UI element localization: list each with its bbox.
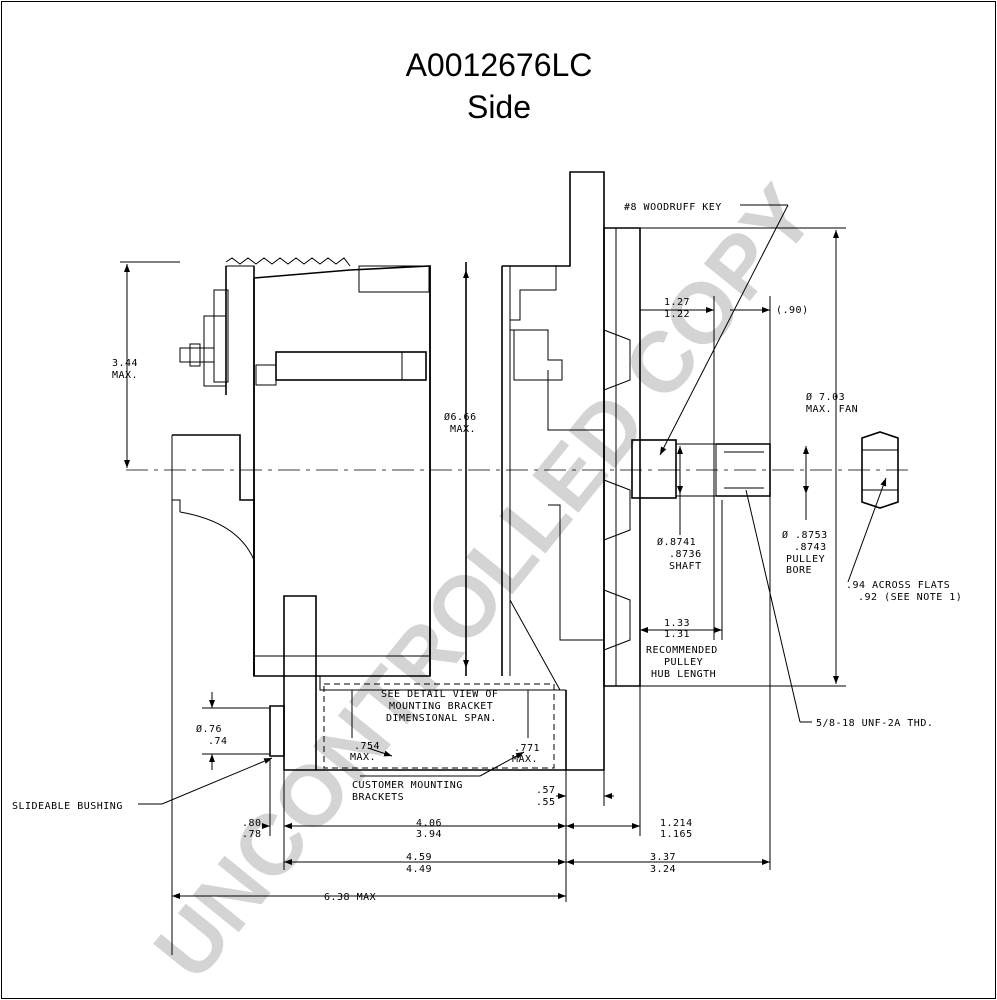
watermark: UNCONTROLLED COPY: [136, 168, 833, 997]
dim-1-27: 1.27: [664, 297, 690, 308]
part-number-title: A0012676LC: [406, 47, 593, 83]
dim-3-24: 3.24: [650, 864, 676, 875]
customer-brackets-1: CUSTOMER MOUNTING: [352, 780, 463, 791]
bore-dia-2: .8743: [794, 542, 827, 553]
dim-1-214: 1.214: [660, 818, 693, 829]
dim-080: .80: [242, 818, 262, 829]
dimension-lines: [120, 204, 887, 902]
bushing-dia-2: .74: [208, 736, 228, 747]
dim-4-06: 4.06: [416, 818, 442, 829]
shaft-label: SHAFT: [669, 561, 702, 572]
shaft-dia-2: .8736: [669, 549, 702, 560]
flats-1: .94 ACROSS FLATS: [846, 580, 950, 591]
dim-3-94: 3.94: [416, 829, 442, 840]
dim-771: .771: [514, 743, 540, 754]
recommended-1: RECOMMENDED: [646, 645, 718, 656]
detail-note-1: SEE DETAIL VIEW OF: [381, 689, 498, 700]
bore-label-1: PULLEY: [786, 554, 825, 565]
bore-dia-1: Ø .8753: [782, 529, 828, 541]
dim-4-59: 4.59: [406, 852, 432, 863]
dim-090: (.90): [776, 305, 809, 316]
dim-754: .754: [354, 741, 380, 752]
detail-note-2: MOUNTING BRACKET: [389, 701, 493, 712]
dim-6-38-max: 6.38 MAX: [324, 892, 376, 903]
dim-055: .55: [536, 797, 556, 808]
dim-771-max: MAX.: [512, 754, 538, 765]
dim-1-22: 1.22: [664, 309, 690, 320]
recommended-2: PULLEY: [664, 657, 703, 668]
thread-label: 5/8-18 UNF-2A THD.: [816, 718, 933, 729]
slideable-bushing-label: SLIDEABLE BUSHING: [12, 801, 123, 812]
view-subtitle: Side: [467, 89, 531, 125]
dim-7-03-max-fan: MAX. FAN: [806, 404, 858, 415]
woodruff-key-label: #8 WOODRUFF KEY: [624, 202, 722, 213]
bushing-dia-1: Ø.76: [196, 723, 222, 735]
dim-6-66: Ø6.66: [444, 411, 477, 423]
dimension-labels: #8 WOODRUFF KEY 1.27 1.22 (.90) 3.44 MAX…: [12, 202, 962, 903]
dim-1-165: 1.165: [660, 829, 693, 840]
detail-note-3: DIMENSIONAL SPAN.: [386, 713, 497, 724]
hub-1-31: 1.31: [664, 629, 690, 640]
shaft-dia-1: Ø.8741: [657, 536, 696, 548]
dim-7-03: Ø 7.03: [806, 391, 845, 403]
dim-4-49: 4.49: [406, 864, 432, 875]
hub-1-33: 1.33: [664, 618, 690, 629]
dim-3-44: 3.44: [112, 358, 138, 369]
dim-057: .57: [536, 785, 556, 796]
recommended-3: HUB LENGTH: [651, 669, 716, 680]
dim-6-66-max: MAX.: [450, 424, 476, 435]
customer-brackets-2: BRACKETS: [352, 792, 404, 803]
dim-754-max: MAX.: [350, 752, 376, 763]
dim-3-44-max: MAX.: [112, 370, 138, 381]
dim-078: .78: [242, 829, 262, 840]
bore-label-2: BORE: [786, 565, 812, 576]
flats-2: .92 (SEE NOTE 1): [858, 592, 962, 603]
dim-3-37: 3.37: [650, 852, 676, 863]
